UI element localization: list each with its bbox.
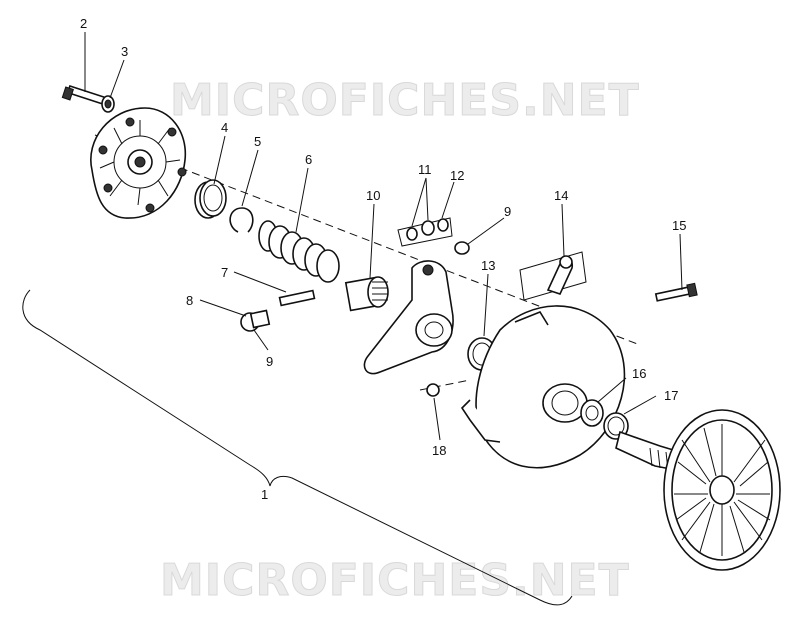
part-4-bushing [194, 179, 227, 219]
watermark-bottom: MICROFICHES.NET [160, 555, 630, 606]
clutch-cover [90, 107, 187, 219]
callout-3: 3 [121, 44, 128, 59]
part-9-nut-upper [454, 241, 470, 255]
callout-4: 4 [221, 120, 228, 135]
part-5-snap-ring [229, 207, 254, 233]
watermark-top: MICROFICHES.NET [170, 75, 640, 126]
part-15-bolt [654, 282, 698, 302]
part-6-spring [258, 220, 340, 283]
callout-7: 7 [221, 265, 228, 280]
part-11-12-fasteners [397, 217, 453, 247]
leader-lines [84, 32, 683, 441]
assembly-bracket [22, 289, 573, 606]
callout-13: 13 [481, 258, 495, 273]
part-7-pin [278, 289, 316, 307]
callout-16: 16 [632, 366, 646, 381]
callout-15: 15 [672, 218, 686, 233]
callout-9-upper: 9 [504, 204, 511, 219]
movable-arm [363, 260, 454, 375]
part-10-spider [344, 276, 389, 312]
callout-5: 5 [254, 134, 261, 149]
callout-11: 11 [418, 162, 432, 177]
callout-8: 8 [186, 293, 193, 308]
axis-line-lower [419, 379, 471, 391]
callout-1: 1 [261, 487, 268, 502]
part-14-bracket [519, 251, 587, 301]
fixed-sheave [615, 409, 781, 571]
movable-sheave [460, 305, 626, 469]
part-16-bushing [580, 399, 604, 427]
callout-17: 17 [664, 388, 678, 403]
part-8-roller [240, 309, 271, 332]
part-18-nut [426, 383, 440, 397]
callout-10: 10 [366, 188, 380, 203]
callout-6: 6 [305, 152, 312, 167]
callout-12: 12 [450, 168, 464, 183]
callout-9-lower: 9 [266, 354, 273, 369]
callout-labels: 1 2 3 4 5 6 7 8 9 9 10 11 12 13 14 15 16… [80, 16, 686, 502]
callout-18: 18 [432, 443, 446, 458]
callout-14: 14 [554, 188, 568, 203]
callout-2: 2 [80, 16, 87, 31]
part-3-washer [101, 95, 115, 113]
